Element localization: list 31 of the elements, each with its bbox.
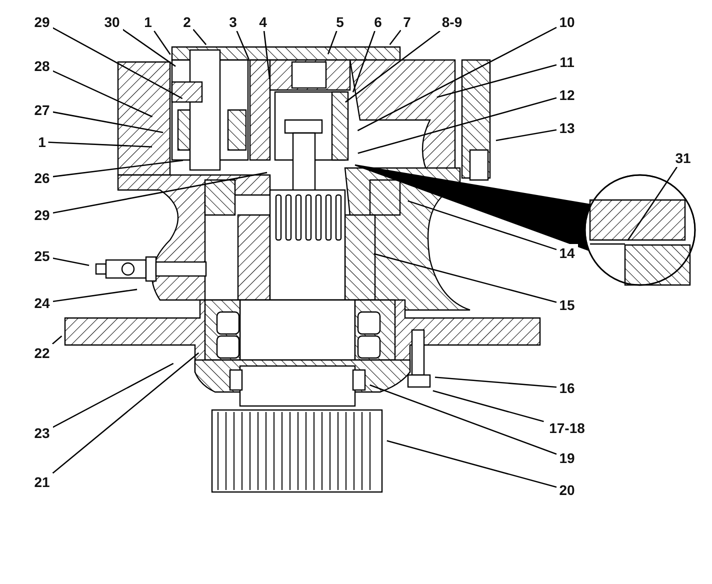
leader-line (122, 28, 176, 67)
leader-line (358, 97, 557, 154)
leader-line (434, 376, 557, 388)
leader-line (345, 30, 440, 103)
leader-line (192, 29, 207, 46)
leader-line (263, 30, 270, 80)
leader-line (374, 253, 557, 303)
leader-line (408, 200, 557, 250)
leader-line (370, 384, 557, 455)
leader-line (52, 27, 183, 100)
leader-line (236, 30, 250, 60)
leader-line (357, 26, 557, 132)
leader-line (627, 166, 678, 241)
leader-line (48, 142, 152, 148)
leader-line (432, 390, 544, 422)
leader-line (52, 70, 153, 118)
leader-line (52, 257, 90, 266)
leader-line (496, 129, 557, 142)
leader-line (436, 64, 557, 98)
leader-line (52, 111, 164, 134)
leader-line (52, 362, 174, 428)
leader-line (52, 172, 268, 214)
leader-line (52, 335, 62, 344)
leader-line (327, 30, 338, 54)
leader-line (52, 352, 200, 474)
leader-line (389, 30, 402, 45)
leader-line (154, 30, 171, 55)
leader-line (352, 30, 376, 92)
leader-line (386, 440, 557, 488)
leader-line (52, 288, 138, 302)
leader-line (52, 160, 184, 178)
